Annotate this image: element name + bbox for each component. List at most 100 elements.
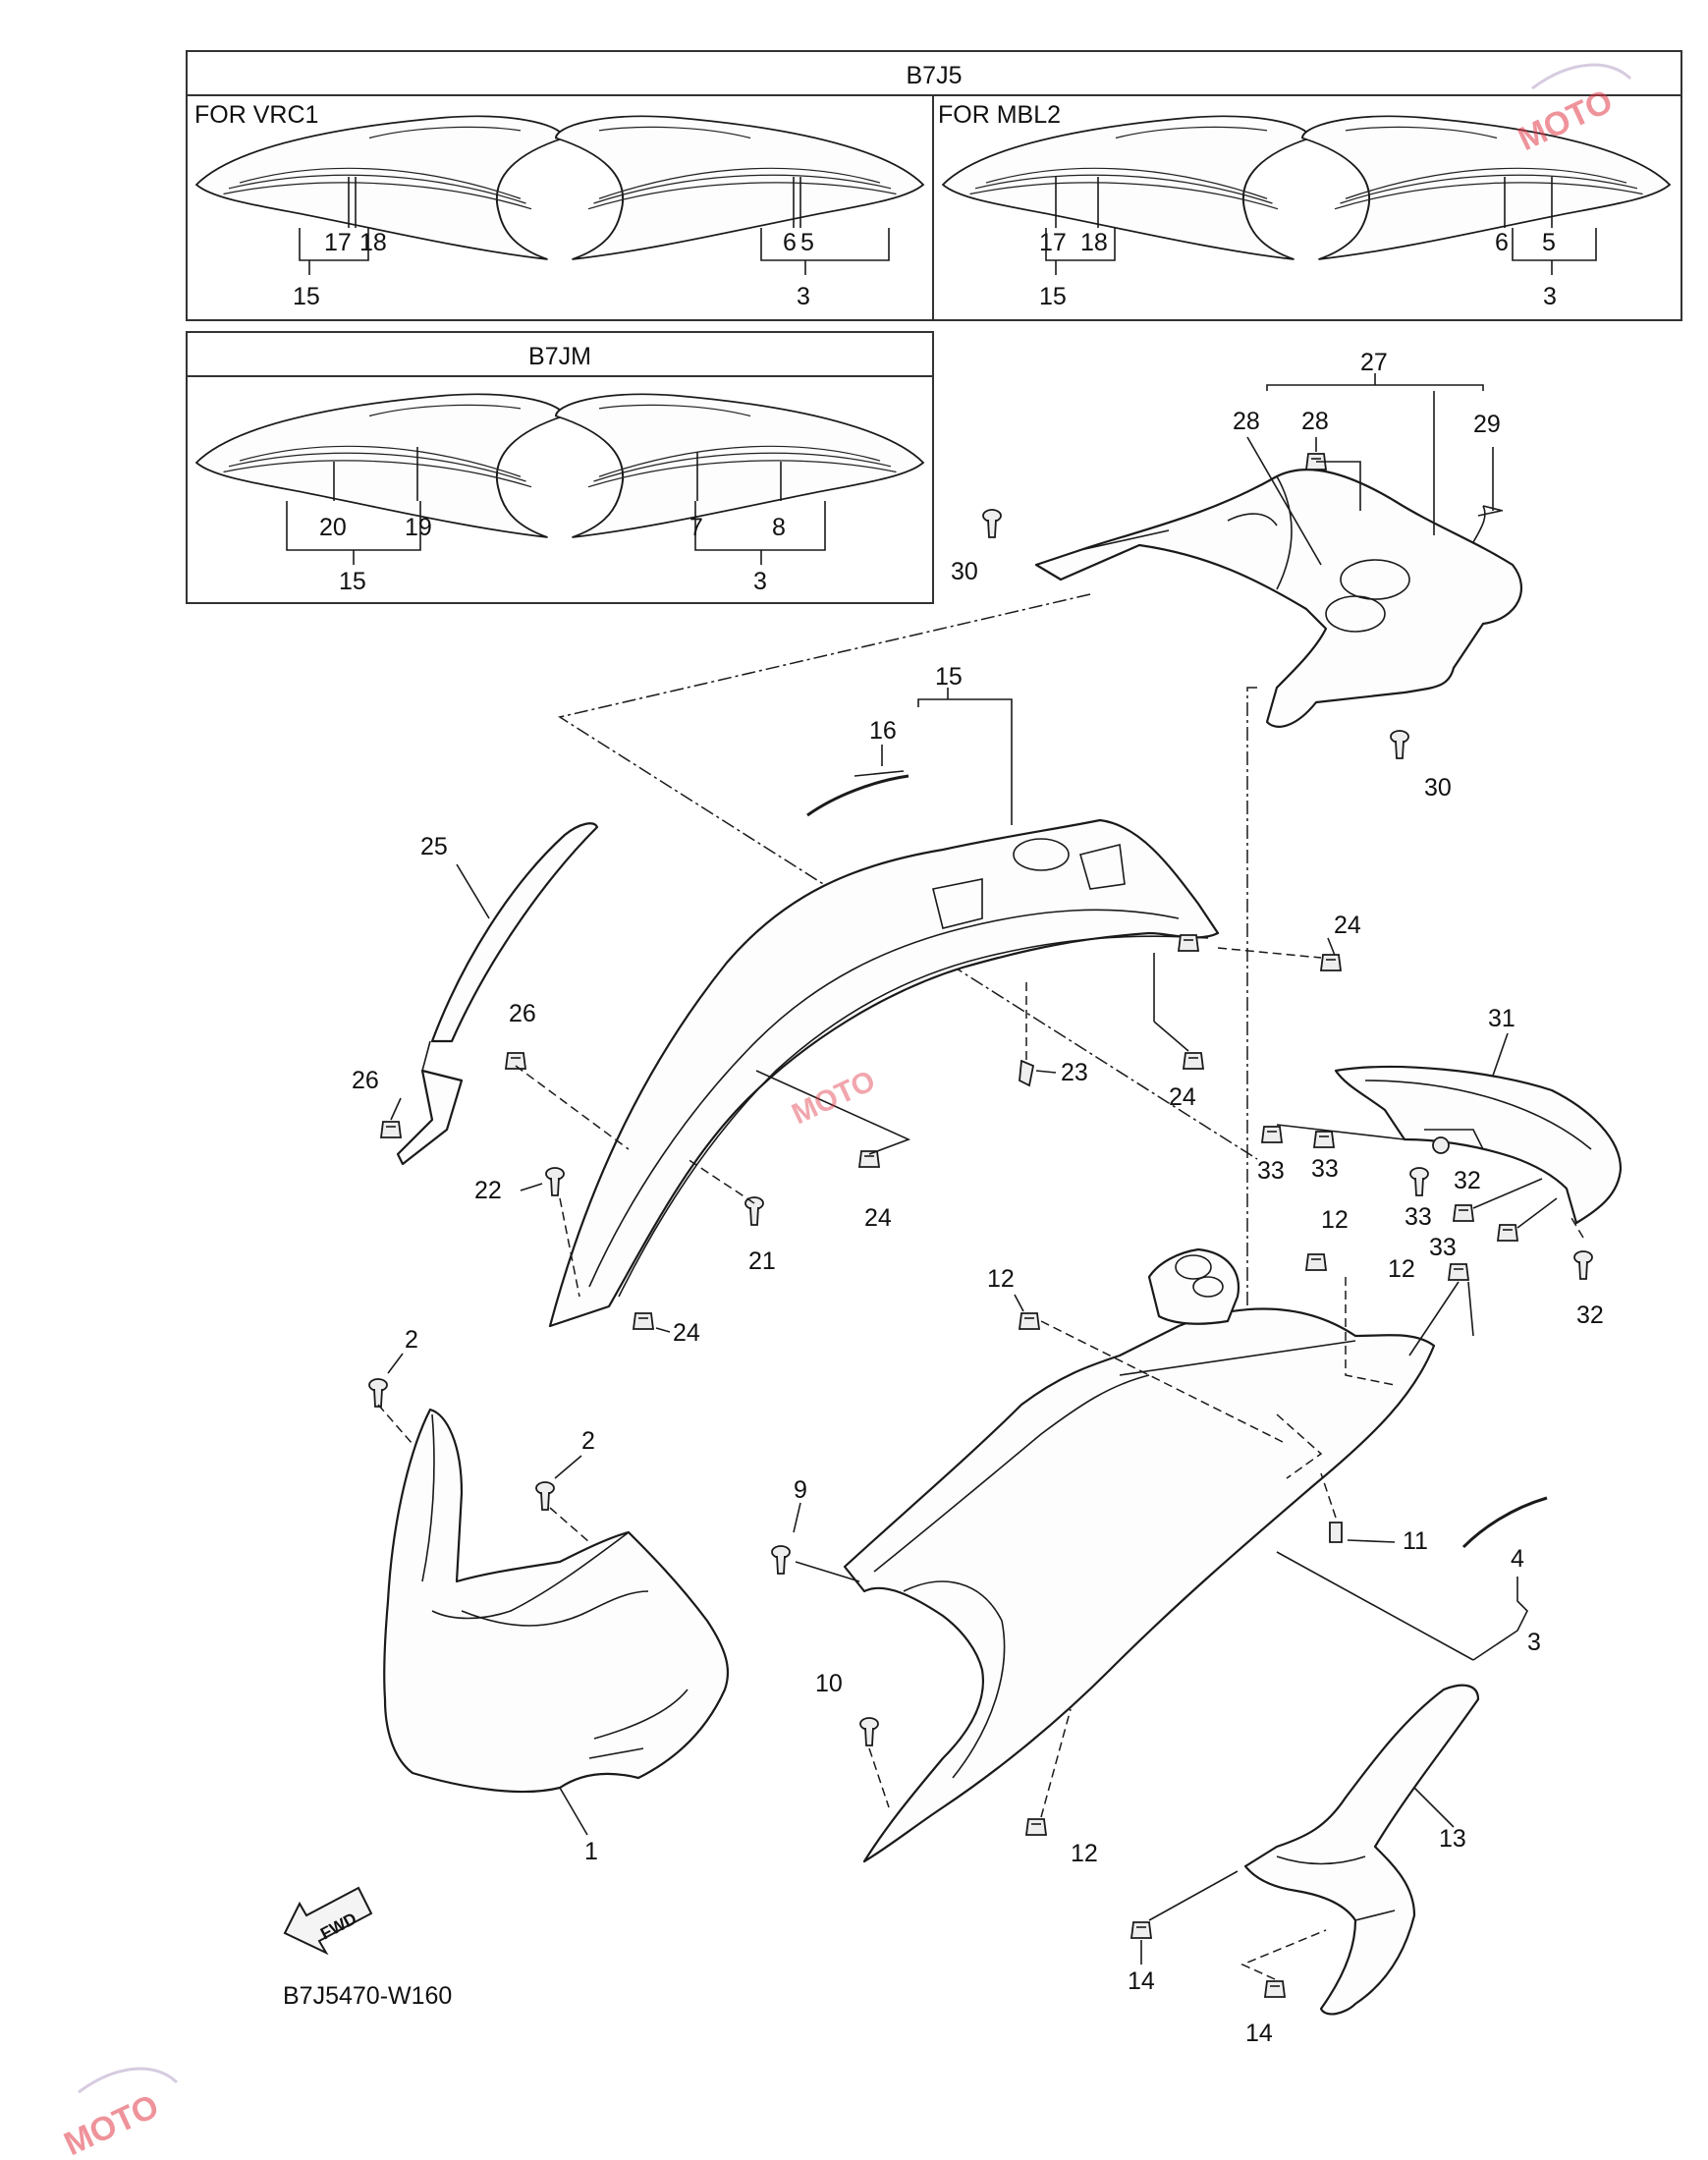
b7jm-right-cover	[555, 393, 924, 538]
screw-30a	[982, 509, 1002, 538]
callout-26b: 26	[352, 1067, 379, 1094]
callout-25: 25	[420, 833, 448, 860]
clip-33a	[1261, 1126, 1283, 1143]
part-15-side-cover	[548, 818, 1220, 1328]
screw-21	[744, 1196, 764, 1226]
b7jm-label-7: 7	[689, 514, 703, 541]
clip-24b	[1183, 1052, 1204, 1070]
mbl2-label-18: 18	[1080, 229, 1108, 256]
b7jm-label-19: 19	[405, 514, 432, 541]
callout-27: 27	[1360, 349, 1388, 376]
b7jm-label-3: 3	[753, 568, 767, 595]
mbl2-right-cover	[1301, 115, 1671, 260]
b7jm-label-15: 15	[339, 568, 366, 595]
vrc1-label-15: 15	[293, 283, 320, 310]
inset-b7j5: B7J5 FOR VRC1 FOR MBL2 17 18 15 6 5 3 17…	[186, 50, 1682, 321]
callout-12a: 12	[987, 1265, 1015, 1293]
clip-24d	[633, 1312, 654, 1330]
clip-33b	[1313, 1131, 1335, 1148]
callout-32a: 32	[1454, 1167, 1481, 1194]
fwd-arrow-icon: FWD	[283, 1886, 373, 1956]
screw-2a	[368, 1378, 388, 1408]
vrc1-label-5: 5	[800, 229, 814, 256]
clip-26b	[380, 1121, 402, 1138]
part-16-emblem	[806, 770, 909, 817]
callout-33b: 33	[1311, 1155, 1339, 1183]
vrc1-right-cover	[555, 115, 924, 260]
part-25-trim	[396, 822, 599, 1166]
callout-12d: 12	[1071, 1840, 1098, 1867]
callout-30b: 30	[1424, 774, 1452, 802]
callout-28b: 28	[1301, 408, 1329, 435]
clip-14a	[1130, 1921, 1152, 1939]
callout-16: 16	[869, 717, 897, 745]
inset-b7jm: B7JM 20 19 15 7 8 3	[186, 331, 934, 604]
vrc1-label-6: 6	[783, 229, 797, 256]
clip-12c	[1448, 1263, 1469, 1281]
part-3-lower-cover	[843, 1247, 1436, 1863]
diagram-code: B7J5470-W160	[283, 1982, 452, 2010]
mbl2-label-15: 15	[1039, 283, 1067, 310]
callout-15: 15	[935, 663, 963, 691]
part-13-panel	[1243, 1684, 1480, 2016]
inset-b7j5-title: B7J5	[907, 62, 963, 89]
callout-14b: 14	[1245, 2020, 1273, 2047]
clip-24a2	[1320, 954, 1342, 971]
callout-10: 10	[815, 1670, 843, 1697]
b7jm-label-20: 20	[319, 514, 347, 541]
clip-12d	[1025, 1818, 1047, 1836]
mbl2-label-5: 5	[1542, 229, 1556, 256]
part-1-front-cover	[383, 1408, 729, 1794]
callout-4: 4	[1511, 1545, 1524, 1573]
callout-24c: 24	[864, 1204, 892, 1232]
callout-23: 23	[1061, 1059, 1088, 1086]
callout-11: 11	[1403, 1527, 1428, 1555]
mbl2-left-cover	[942, 115, 1311, 260]
screw-22	[545, 1167, 565, 1196]
callout-13: 13	[1439, 1825, 1466, 1853]
clip-24a	[1178, 934, 1199, 952]
b7jm-label-8: 8	[772, 514, 786, 541]
mbl2-label-3: 3	[1543, 283, 1557, 310]
part-31-garnish	[1334, 1065, 1623, 1225]
callout-2b: 2	[581, 1427, 595, 1455]
screw-32a	[1409, 1167, 1429, 1196]
part-11-clip	[1329, 1522, 1343, 1543]
vrc1-label-3: 3	[797, 283, 810, 310]
panel-vrc1-caption: FOR VRC1	[194, 101, 318, 129]
clip-14b	[1264, 1980, 1286, 1998]
vrc1-label-17: 17	[324, 229, 352, 256]
clip-12a	[1019, 1312, 1040, 1330]
callout-9: 9	[794, 1476, 807, 1504]
callout-33a: 33	[1257, 1157, 1285, 1185]
clip-12b	[1305, 1253, 1327, 1271]
callout-26a: 26	[509, 1000, 536, 1027]
callout-28a: 28	[1233, 408, 1260, 435]
callout-24a: 24	[1334, 912, 1361, 939]
callout-33d: 33	[1429, 1234, 1457, 1261]
b7jm-left-cover	[195, 393, 565, 538]
clip-33c	[1453, 1204, 1474, 1222]
callout-24b: 24	[1169, 1083, 1196, 1111]
callout-14a: 14	[1128, 1967, 1155, 1995]
callout-24d: 24	[673, 1319, 700, 1347]
inset-b7jm-title: B7JM	[528, 343, 591, 370]
part-27-upper-cover	[1034, 469, 1522, 728]
callout-1: 1	[584, 1838, 598, 1865]
callout-21: 21	[748, 1247, 776, 1275]
screw-30b	[1390, 730, 1409, 759]
watermark-logo-bottom: MOTO	[59, 2067, 179, 2160]
mbl2-label-17: 17	[1039, 229, 1067, 256]
callout-32b: 32	[1576, 1302, 1604, 1329]
part-4-emblem	[1461, 1496, 1548, 1549]
callout-31: 31	[1488, 1005, 1515, 1032]
callout-12c: 12	[1388, 1255, 1415, 1283]
screw-9	[771, 1545, 791, 1575]
callout-2a: 2	[405, 1326, 418, 1354]
callout-29: 29	[1473, 411, 1501, 438]
screw-32b	[1573, 1250, 1593, 1280]
callout-22: 22	[474, 1177, 502, 1204]
mbl2-label-6: 6	[1495, 229, 1509, 256]
clip-33d	[1497, 1224, 1518, 1242]
